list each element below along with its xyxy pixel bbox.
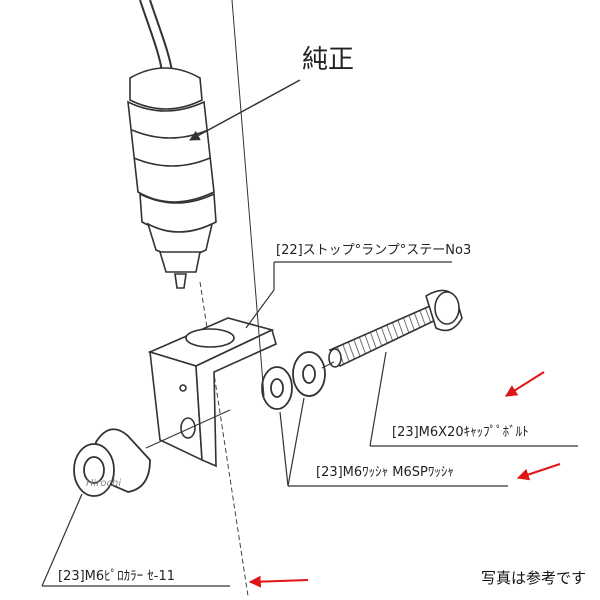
- washers: [261, 351, 326, 410]
- label-collar: [23]M6ﾋﾟﾛｶﾗｰ ｾ-11: [58, 569, 175, 584]
- red-arrow-collar: [248, 575, 309, 588]
- highlight-arrows: [248, 371, 561, 588]
- cap-bolt: [328, 289, 463, 368]
- watermark: Hirochi: [86, 478, 122, 489]
- pillow-collar: [73, 428, 151, 497]
- red-arrow-washer: [516, 463, 561, 481]
- stop-lamp-stay: [147, 317, 277, 468]
- reference-caption: 写真は参考です: [480, 569, 586, 587]
- label-stay: [22]ストップ°ランプ°ステーNo3: [276, 243, 471, 258]
- red-arrow-bolt: [504, 371, 545, 397]
- label-washer: [23]M6ﾜｯｼｬ M6SPﾜｯｼｬ: [316, 465, 454, 480]
- genuine-lamp-unit: [127, 0, 217, 289]
- label-bolt: [23]M6X20ｷｬｯﾌﾟﾟﾎﾞﾙﾄ: [392, 425, 529, 440]
- label-genuine: 純正: [302, 45, 354, 75]
